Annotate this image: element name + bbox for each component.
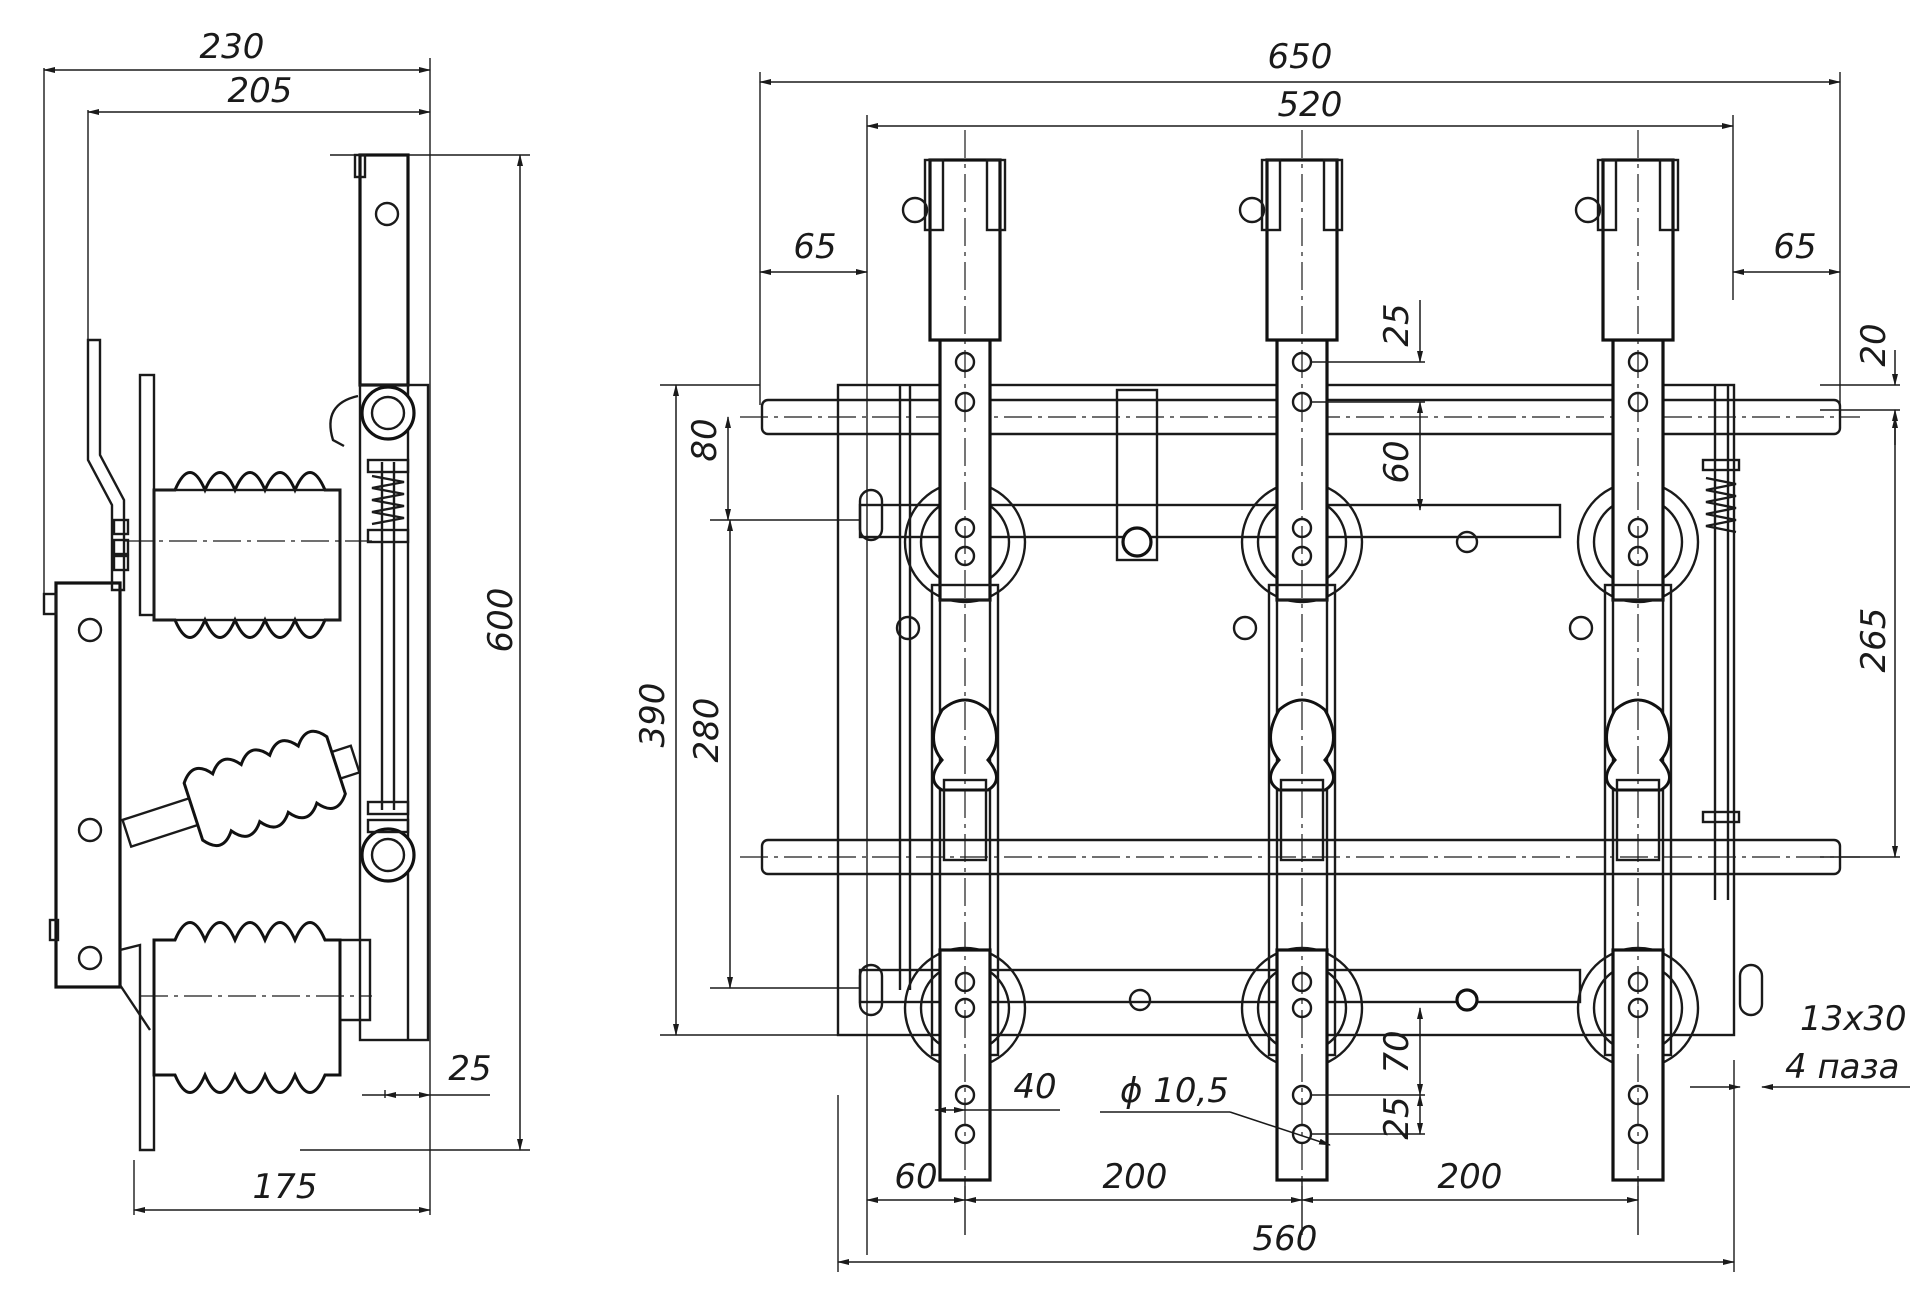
dim-hole-spacing-upper: 25 [1377,303,1417,346]
frame-post [358,383,430,1042]
mounting-bracket [54,581,122,989]
dim-hole-spacing-lower: 25 [1377,1096,1417,1139]
pole-center [1232,158,1364,1182]
dim-front-overall-width: 650 [1268,37,1333,77]
hole-diameter-label: ϕ 10,5 [1120,1071,1229,1111]
diagonal-insulator [121,729,361,849]
dim-axis-to-bar: 80 [685,418,725,461]
dim-left-margin: 65 [793,227,836,267]
dim-left-offset: 60 [894,1157,937,1197]
dim-pole-pitch-2: 200 [1438,1157,1503,1197]
dim-mount-height: 390 [633,683,673,748]
upper-insulator [152,471,342,639]
pole-right [1568,158,1700,1182]
contact-blade-top [358,153,410,387]
drive-lever [86,338,126,592]
lower-insulator [152,921,342,1094]
dim-right-margin: 65 [1773,227,1816,267]
dim-hole-edge: 40 [1013,1067,1056,1107]
dim-front-inner-width: 520 [1278,85,1343,125]
drive-lug [1115,388,1159,562]
dim-side-overall-width: 230 [200,27,265,67]
dim-bar-spacing: 280 [687,698,727,763]
dim-side-offset: 25 [448,1049,491,1089]
slot-size-label: 13х30 [1800,999,1907,1039]
dim-pole-pitch-1: 200 [1103,1157,1168,1197]
dim-side-height: 600 [481,588,521,653]
dim-base-width: 560 [1253,1219,1318,1259]
dim-side-inner-width: 205 [228,71,293,111]
dim-side-base: 175 [253,1167,318,1207]
dim-top-gap: 20 [1854,323,1894,366]
dim-hole-to-axis: 60 [1377,440,1417,483]
dim-hole-offset-low: 70 [1377,1030,1417,1073]
front-view: 650 520 65 65 20 25 60 80 280 390 265 13… [633,37,1910,1272]
slot-count-label: 4 паза [1785,1047,1899,1087]
dim-right-span: 265 [1854,608,1894,673]
side-view: 230 205 600 25 175 [42,27,530,1215]
pole-left [895,158,1027,1182]
